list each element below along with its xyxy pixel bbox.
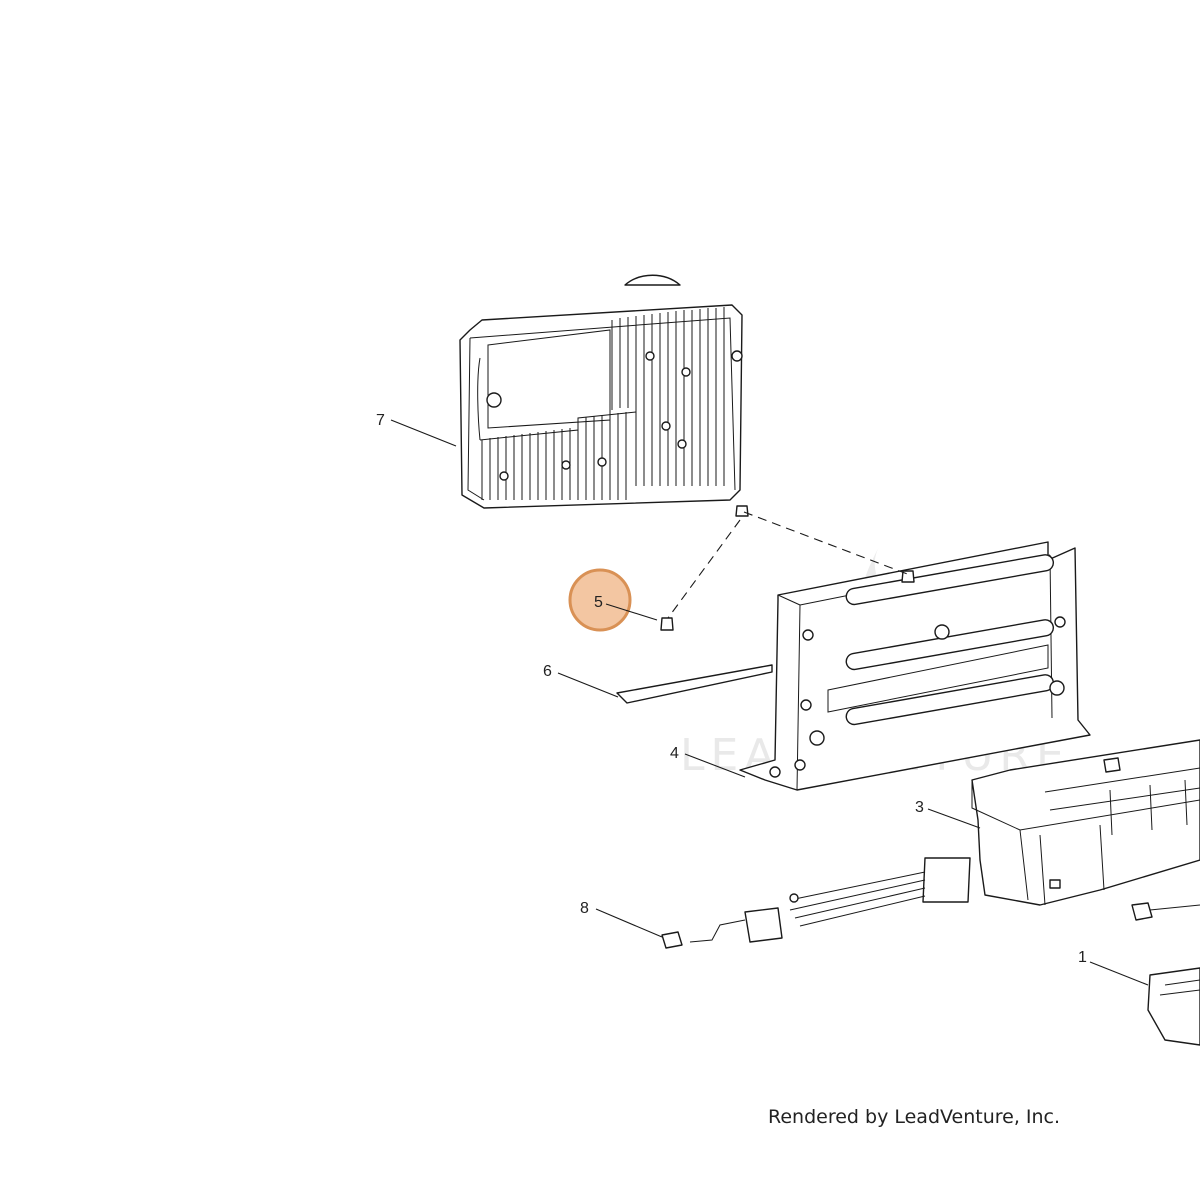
part-7-heatsink[interactable] <box>459 274 743 509</box>
callout-1[interactable]: 1 <box>1078 949 1087 966</box>
part-1-clip[interactable] <box>1147 967 1200 1046</box>
leader-5 <box>605 603 658 621</box>
part-3-housing[interactable] <box>971 739 1200 906</box>
callout-3[interactable]: 3 <box>915 799 924 816</box>
render-credit: Rendered by LeadVenture, Inc. <box>768 1106 1061 1128</box>
part-8-harness[interactable] <box>661 857 1200 949</box>
callout-6[interactable]: 6 <box>543 663 552 680</box>
part-6-strip[interactable] <box>616 664 773 704</box>
leader-4 <box>684 753 746 778</box>
callout-8[interactable]: 8 <box>580 900 589 917</box>
highlight-marker[interactable] <box>568 568 632 632</box>
leader-3 <box>927 808 981 829</box>
callout-7[interactable]: 7 <box>376 412 385 429</box>
part-4-bracket[interactable] <box>739 541 1091 791</box>
part-5-screws[interactable] <box>660 505 915 631</box>
leader-7 <box>390 419 457 447</box>
leader-8 <box>595 908 663 938</box>
leader-1 <box>1089 961 1149 986</box>
leader-6 <box>557 672 619 698</box>
callout-4[interactable]: 4 <box>670 745 679 762</box>
heatsink-fins-upper <box>611 307 725 486</box>
callout-5[interactable]: 5 <box>594 594 603 611</box>
